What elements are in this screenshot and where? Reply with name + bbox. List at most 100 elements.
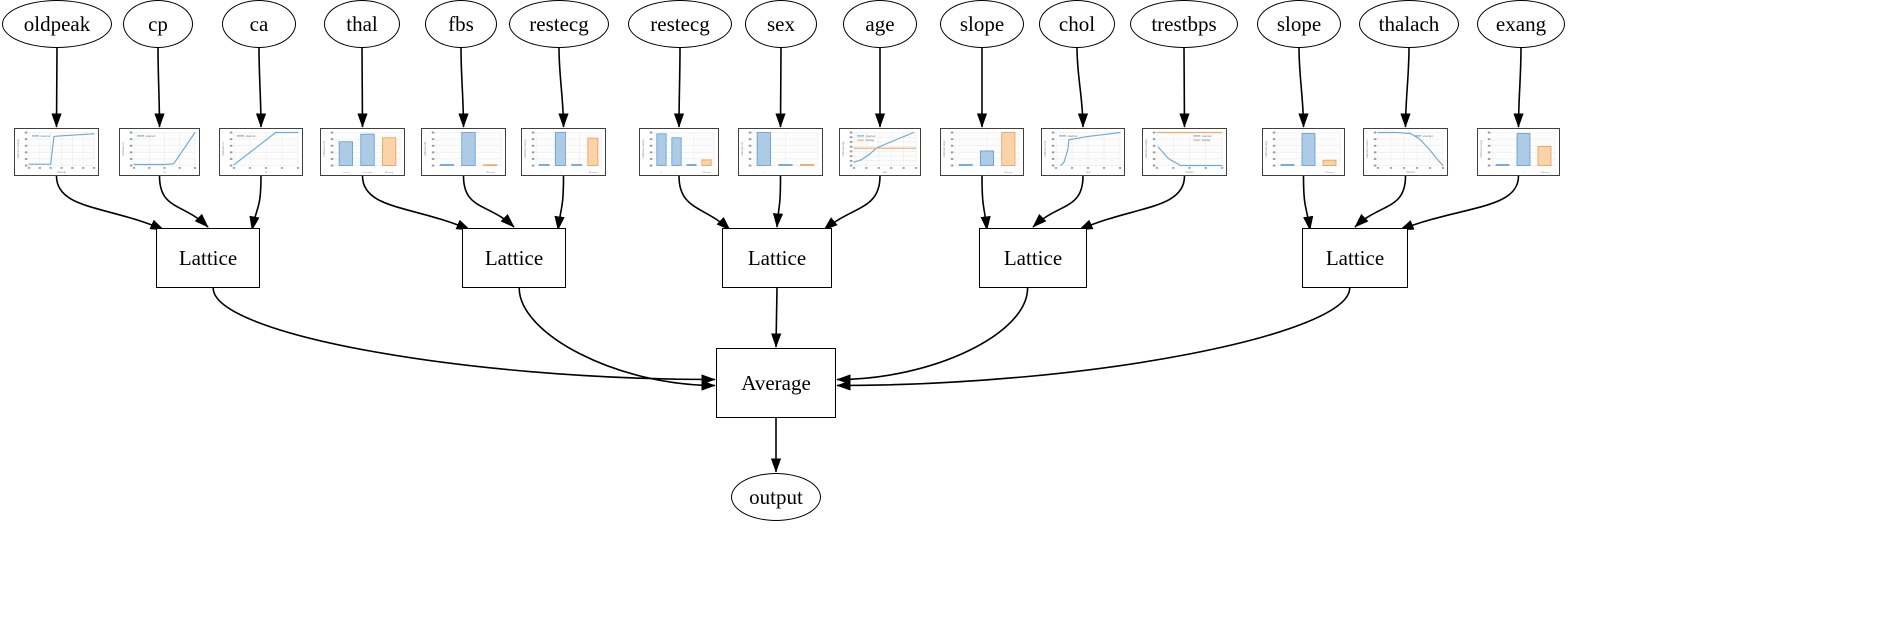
plot-svg: calibrated restecg 0 1 Missing bbox=[640, 129, 717, 174]
bar-observed bbox=[461, 132, 476, 166]
bar-missing bbox=[587, 137, 599, 166]
feature-node-label: cp bbox=[148, 11, 168, 36]
x-tick-label: 1 bbox=[1308, 171, 1310, 174]
x-tick-label: Missing bbox=[702, 171, 711, 174]
feature-node-sex-7[interactable]: sex bbox=[745, 0, 817, 48]
feature-node-trestbps-11[interactable]: trestbps bbox=[1130, 0, 1238, 48]
series-observed bbox=[28, 133, 95, 165]
feature-node-thal-3[interactable]: thal bbox=[324, 0, 400, 48]
series-observed bbox=[233, 131, 299, 166]
feature-node-restecg-5[interactable]: restecg bbox=[509, 0, 609, 48]
legend-label: observed bbox=[866, 135, 876, 138]
feature-node-chol-10[interactable]: chol bbox=[1039, 0, 1115, 48]
y-axis-label: calibrated restecg bbox=[642, 139, 645, 159]
lattice-node-4[interactable]: Lattice bbox=[1302, 228, 1408, 288]
feature-node-thalach-13[interactable]: thalach bbox=[1359, 0, 1459, 48]
bar-observed bbox=[338, 141, 353, 166]
bar-observed bbox=[554, 132, 566, 166]
lattice-node-0[interactable]: Lattice bbox=[156, 228, 260, 288]
x-axis-label: trestbps bbox=[1185, 171, 1194, 174]
feature-node-restecg-6[interactable]: restecg bbox=[628, 0, 732, 48]
feature-node-label: exang bbox=[1495, 11, 1547, 36]
graph-edge bbox=[980, 175, 991, 231]
x-axis-label: thalach bbox=[1406, 171, 1415, 174]
output-node[interactable]: output bbox=[731, 473, 821, 521]
lattice-node-1[interactable]: Lattice bbox=[462, 228, 566, 288]
graph-edge bbox=[1354, 175, 1407, 228]
y-axis-label: calibrated oldpeak bbox=[17, 138, 20, 158]
y-axis-label: calibrated thal bbox=[323, 141, 326, 157]
graph-edge bbox=[678, 175, 731, 231]
legend-label: observed bbox=[1202, 135, 1212, 138]
graph-edge bbox=[357, 47, 368, 128]
legend-label: observed bbox=[41, 135, 51, 138]
graph-edge bbox=[558, 47, 569, 128]
series-observed bbox=[1060, 131, 1121, 167]
x-axis-label: cp bbox=[163, 171, 166, 174]
bar-observed bbox=[360, 133, 375, 166]
feature-node-label: fbs bbox=[448, 11, 474, 36]
y-axis-label: calibrated cp bbox=[122, 141, 125, 155]
bar-observed bbox=[979, 150, 995, 166]
calibrator-plot-restecg-b[interactable]: calibrated restecg 0 1 Missing bbox=[639, 128, 719, 176]
graph-edge bbox=[1302, 175, 1314, 231]
graph-edge bbox=[1078, 175, 1186, 231]
y-axis-label: calibrated ca bbox=[222, 141, 225, 155]
lattice-node-3[interactable]: Lattice bbox=[979, 228, 1087, 288]
feature-node-label: restecg bbox=[529, 11, 589, 36]
x-tick-label: 1 bbox=[560, 171, 562, 174]
feature-node-age-8[interactable]: age bbox=[843, 0, 917, 48]
legend-label: observed bbox=[1068, 135, 1078, 138]
feature-node-fbs-4[interactable]: fbs bbox=[425, 0, 497, 48]
bar-missing bbox=[1322, 159, 1337, 166]
x-axis-label: chol bbox=[1086, 171, 1091, 174]
average-node[interactable]: Average bbox=[716, 348, 836, 418]
x-tick-label: 1 bbox=[676, 171, 678, 174]
legend-label: observed bbox=[246, 135, 256, 138]
feature-node-ca-2[interactable]: ca bbox=[222, 0, 296, 48]
x-tick-label: reversible bbox=[363, 171, 374, 174]
legend-label: missing bbox=[866, 139, 875, 142]
bar-observed bbox=[1516, 133, 1531, 166]
graph-edge bbox=[771, 287, 782, 348]
lattice-node-label: Lattice bbox=[747, 245, 807, 270]
plot-svg: calibrated trestbpstrestbpsobservedmissi… bbox=[1143, 129, 1225, 174]
feature-node-slope-12[interactable]: slope bbox=[1257, 0, 1341, 48]
series-observed bbox=[853, 131, 915, 163]
x-tick-label: Missing bbox=[1004, 171, 1013, 174]
y-axis-label: calibrated slope bbox=[943, 140, 946, 158]
graph-edge bbox=[255, 47, 267, 128]
x-tick-label: 0 bbox=[661, 171, 663, 174]
bar-missing bbox=[483, 164, 498, 166]
output-node-label: output bbox=[749, 484, 803, 509]
feature-node-slope-9[interactable]: slope bbox=[940, 0, 1024, 48]
average-node-label: Average bbox=[741, 370, 811, 395]
lattice-node-2[interactable]: Lattice bbox=[722, 228, 832, 288]
feature-node-exang-14[interactable]: exang bbox=[1477, 0, 1565, 48]
legend-label: observed bbox=[1423, 135, 1433, 138]
series-observed bbox=[133, 131, 196, 166]
x-axis-label: age bbox=[883, 171, 888, 174]
y-axis-label: calibrated fbs bbox=[424, 142, 427, 157]
feature-node-cp-1[interactable]: cp bbox=[123, 0, 193, 48]
feature-node-oldpeak-0[interactable]: oldpeak bbox=[2, 0, 112, 48]
